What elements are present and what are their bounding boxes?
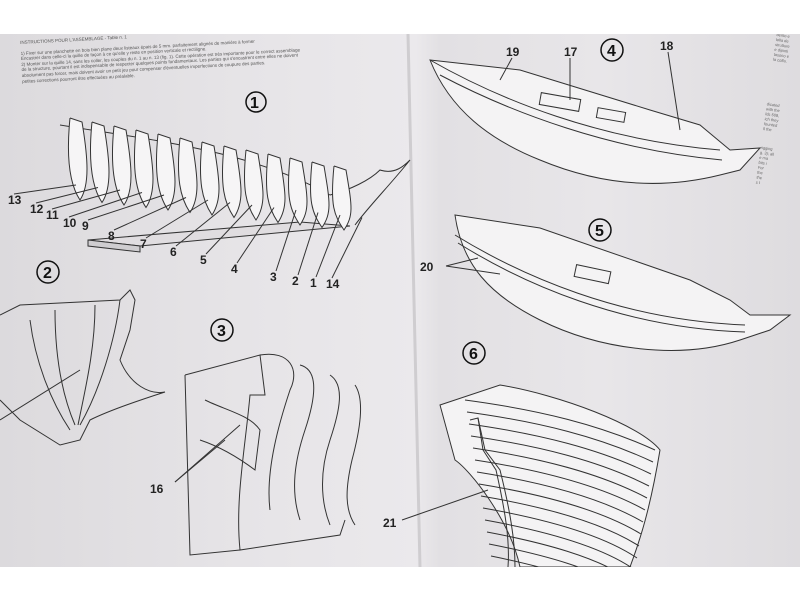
hull-plank: [466, 411, 654, 463]
hull-plank: [478, 483, 642, 535]
part-label: 11: [46, 208, 59, 222]
part-label: 4: [231, 262, 238, 276]
leader-line: [275, 209, 297, 272]
frame-rib: [177, 137, 198, 214]
hull-plank: [470, 435, 650, 487]
leader-line: [315, 214, 341, 278]
figure-number: 5: [595, 223, 604, 240]
part-label: 6: [170, 245, 177, 259]
hull-plank: [482, 507, 638, 559]
frame-rib: [155, 133, 176, 211]
frame-rib: [221, 145, 242, 219]
leader-line: [236, 207, 275, 264]
frame-rib: [265, 153, 286, 224]
part-label: 12: [30, 202, 44, 216]
figure-3-stern-detail: 3 16: [150, 318, 361, 556]
frame-rib: [309, 161, 330, 229]
leader-line: [87, 194, 165, 221]
part-label: 8: [108, 229, 115, 243]
part-label: 14: [326, 277, 340, 291]
frame-rib: [243, 149, 264, 221]
part-label: 17: [564, 45, 578, 59]
part-label: 13: [8, 193, 22, 207]
hull-plank: [486, 531, 609, 567]
hull-plank: [472, 447, 648, 499]
figure-6-planked-bow: 6 21: [383, 341, 661, 567]
hull-plank: [476, 471, 644, 523]
hull-plank: [488, 543, 580, 567]
part-label: 9: [82, 219, 89, 233]
frame-rib: [112, 125, 132, 206]
hull-plank: [484, 519, 632, 567]
figure-number: 2: [43, 265, 52, 282]
figure-number: 6: [469, 346, 478, 363]
leader-line: [51, 189, 121, 210]
part-label: 1: [310, 276, 317, 290]
hull-plank: [474, 459, 646, 511]
part-label: 18: [660, 39, 674, 53]
part-label: 10: [63, 216, 77, 230]
part-label: 2: [292, 274, 299, 288]
leader-line: [145, 199, 209, 239]
leader-line: [13, 184, 77, 195]
hull-plank: [480, 495, 640, 547]
instruction-sheet-photo: INSTRUCTIONS POUR L'ASSEMBLAGE - Table n…: [0, 34, 800, 567]
part-label: 20: [420, 260, 434, 274]
leader-line: [68, 192, 143, 218]
part-label: 16: [150, 482, 164, 496]
frame-rib: [199, 141, 220, 216]
part-label: 7: [140, 237, 147, 251]
figure-number: 4: [607, 43, 616, 60]
hull-plank: [464, 399, 656, 451]
figure-number: 3: [217, 323, 226, 340]
part-label: 21: [383, 516, 397, 530]
hull-plank: [468, 423, 652, 475]
frame-rib: [134, 129, 154, 209]
figure-4-hull-planked-deck: 4 19 17 18: [429, 38, 762, 184]
leader-line: [113, 197, 187, 231]
figure-number: 1: [250, 95, 259, 112]
part-label: 3: [270, 270, 277, 284]
leader-line: [205, 204, 253, 255]
leader-line: [331, 217, 363, 279]
figure-2-bow-detail: 2: [0, 260, 166, 446]
leader-line: [35, 187, 99, 204]
frame-rib: [331, 165, 352, 231]
frame-rib: [68, 117, 88, 201]
frame-rib: [287, 157, 308, 226]
part-label: 5: [200, 253, 207, 267]
leader-line: [297, 212, 319, 276]
figure-5-hull-with-wale: 5 20: [420, 214, 792, 351]
frame-rib: [90, 121, 110, 204]
part-label: 19: [506, 45, 520, 59]
leader-line: [175, 202, 231, 247]
